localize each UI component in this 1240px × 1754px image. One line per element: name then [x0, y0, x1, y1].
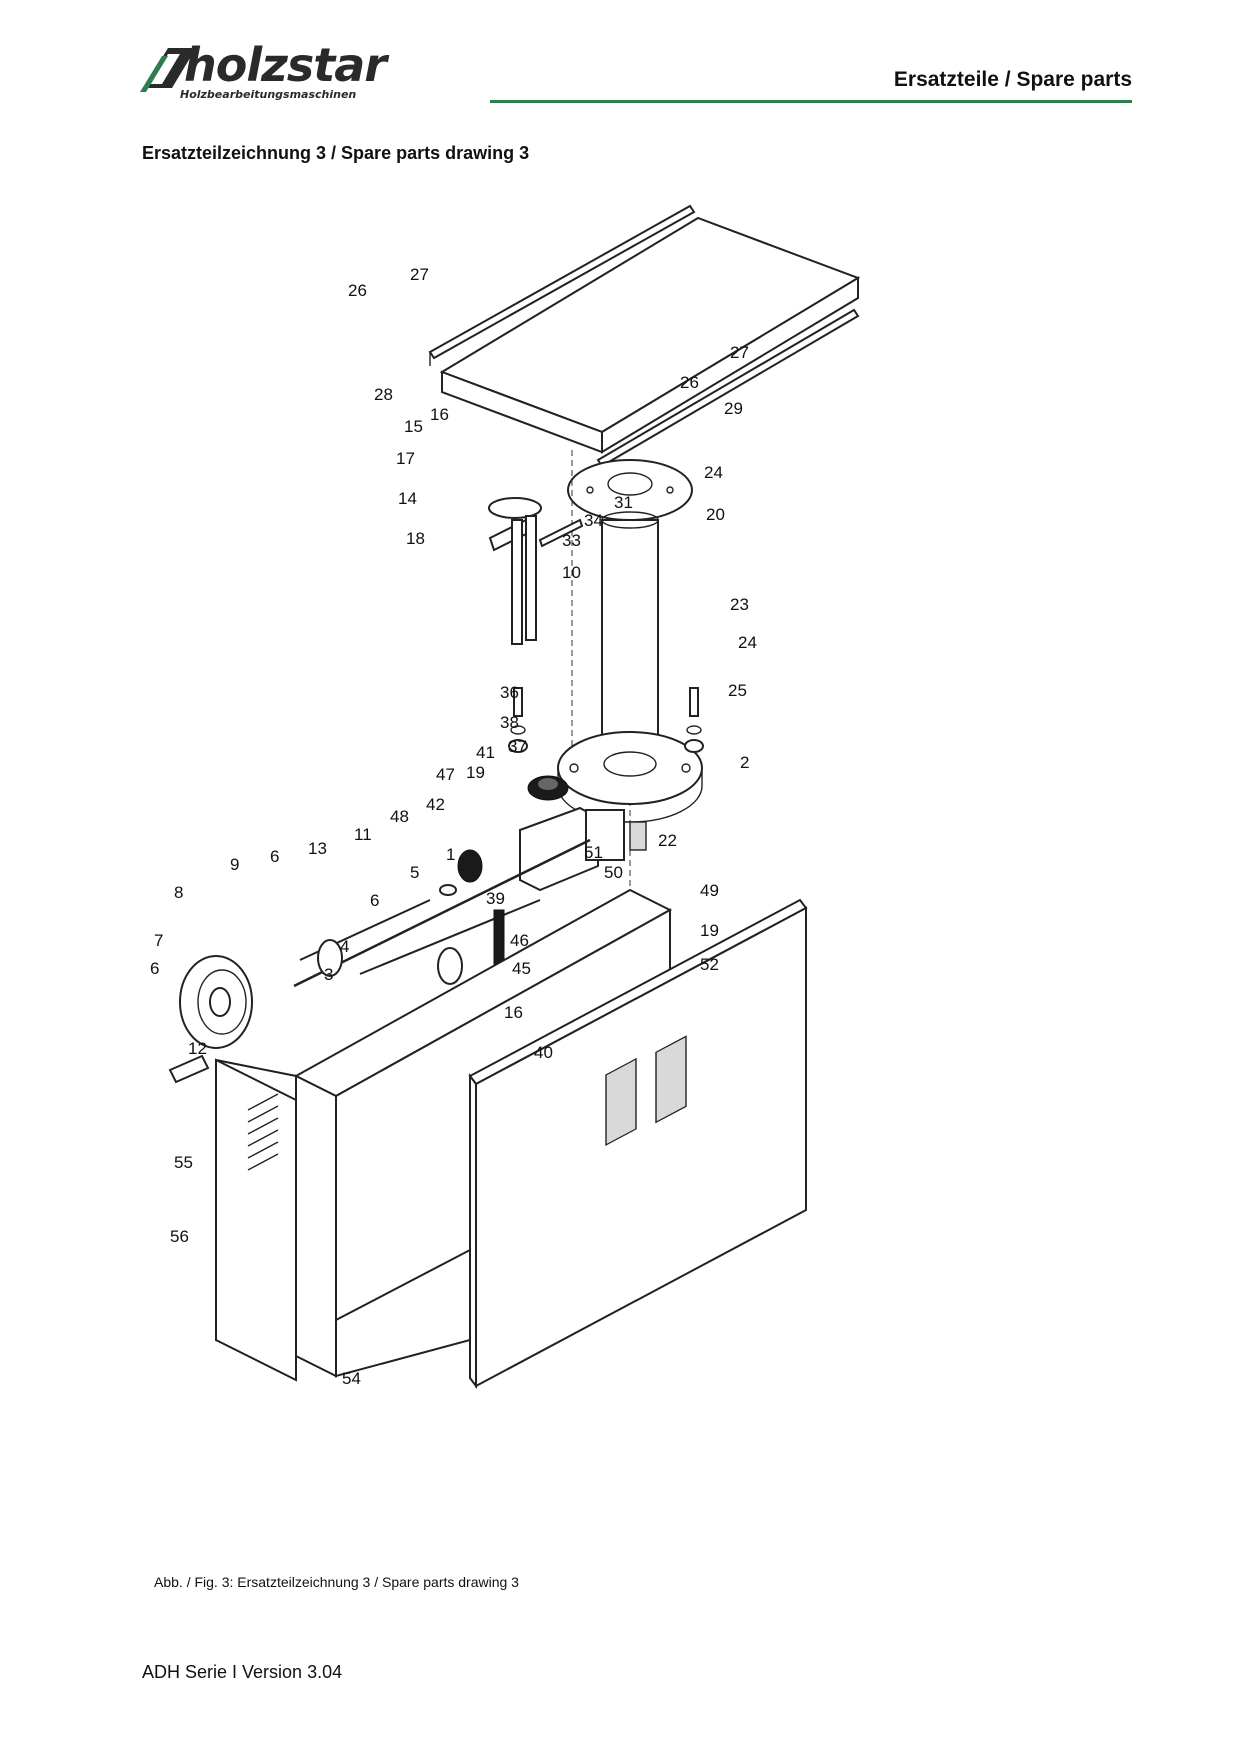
part-label: 26	[348, 281, 367, 300]
drive-gear	[439, 849, 483, 896]
table-top	[439, 216, 861, 454]
part-label: 41	[476, 743, 495, 762]
part-label: 39	[486, 889, 505, 908]
part-label: 22	[658, 831, 677, 850]
part-label: 33	[562, 531, 581, 550]
brand-name: holzstar	[184, 38, 387, 92]
part-label: 46	[510, 931, 529, 950]
part-label: 7	[154, 931, 163, 950]
part-label: 5	[410, 863, 419, 882]
brand-logo: holzstar Holzbearbeitungsmaschinen	[140, 38, 430, 106]
part-label: 1	[446, 845, 455, 864]
part-label: 6	[270, 847, 279, 866]
spare-parts-drawing: 27 26 27 26 28 29 16 15 17 24 31 20 14 3…	[150, 204, 861, 1389]
part-label: 55	[174, 1153, 193, 1172]
section-title: Ersatzteilzeichnung 3 / Spare parts draw…	[142, 143, 530, 163]
part-label: 13	[308, 839, 327, 858]
front-door	[468, 898, 808, 1389]
part-label: 11	[354, 825, 372, 844]
part-label: 26	[680, 373, 699, 392]
part-label: 45	[512, 959, 531, 978]
logo-mark-icon	[140, 48, 196, 92]
part-label: 2	[740, 753, 749, 772]
part-label: 52	[700, 955, 719, 974]
guide-rail-left	[428, 204, 696, 366]
part-label: 16	[430, 405, 449, 424]
part-label: 6	[150, 959, 159, 978]
flange-bolts	[508, 687, 704, 753]
part-label: 36	[500, 683, 519, 702]
part-label: 24	[704, 463, 723, 482]
part-label: 18	[406, 529, 425, 548]
part-label: 6	[370, 891, 379, 910]
column-tube	[601, 511, 659, 749]
part-label: 12	[188, 1039, 207, 1058]
part-label: 51	[584, 843, 603, 862]
part-label: 27	[410, 265, 429, 284]
column-flange	[567, 459, 693, 521]
brand-tagline: Holzbearbeitungsmaschinen	[180, 88, 357, 101]
part-label: 42	[426, 795, 445, 814]
part-label: 4	[340, 937, 349, 956]
part-label: 24	[738, 633, 757, 652]
part-label: 8	[174, 883, 183, 902]
part-label: 47	[436, 765, 455, 784]
part-label: 28	[374, 385, 393, 404]
page-header-title: Ersatzteile / Spare parts	[893, 68, 1132, 91]
stop-bracket	[488, 497, 584, 645]
part-label: 56	[170, 1227, 189, 1246]
part-label: 9	[230, 855, 239, 874]
figure-caption: Abb. / Fig. 3: Ersatzteilzeichnung 3 / S…	[154, 1574, 519, 1590]
part-label: 48	[390, 807, 409, 826]
part-label: 19	[466, 763, 485, 782]
part-label: 38	[500, 713, 519, 732]
part-label: 31	[614, 493, 633, 512]
handwheel	[168, 955, 253, 1084]
part-label: 19	[700, 921, 719, 940]
part-label: 25	[728, 681, 747, 700]
part-label: 54	[342, 1369, 361, 1388]
page-footer: ADH Serie I Version 3.04	[142, 1662, 343, 1682]
bearing-flanges	[317, 939, 463, 985]
part-label: 17	[396, 449, 415, 468]
part-label: 10	[562, 563, 581, 582]
part-label: 29	[724, 399, 743, 418]
gearbox-housing	[519, 806, 647, 892]
part-label: 49	[700, 881, 719, 900]
part-label: 14	[398, 489, 417, 508]
part-label: 3	[324, 965, 333, 984]
part-label: 34	[584, 511, 603, 530]
part-labels: 27 26 27 26 28 29 16 15 17 24 31 20 14 3…	[150, 265, 757, 1388]
side-panel	[215, 1058, 297, 1382]
part-label: 16	[504, 1003, 523, 1022]
part-label: 15	[404, 417, 423, 436]
part-label: 50	[604, 863, 623, 882]
part-label: 27	[730, 343, 749, 362]
part-label: 20	[706, 505, 725, 524]
header-divider	[490, 100, 1132, 103]
bevel-gear	[527, 775, 569, 801]
part-label: 40	[534, 1043, 553, 1062]
part-label: 23	[730, 595, 749, 614]
part-label: 37	[508, 737, 527, 756]
